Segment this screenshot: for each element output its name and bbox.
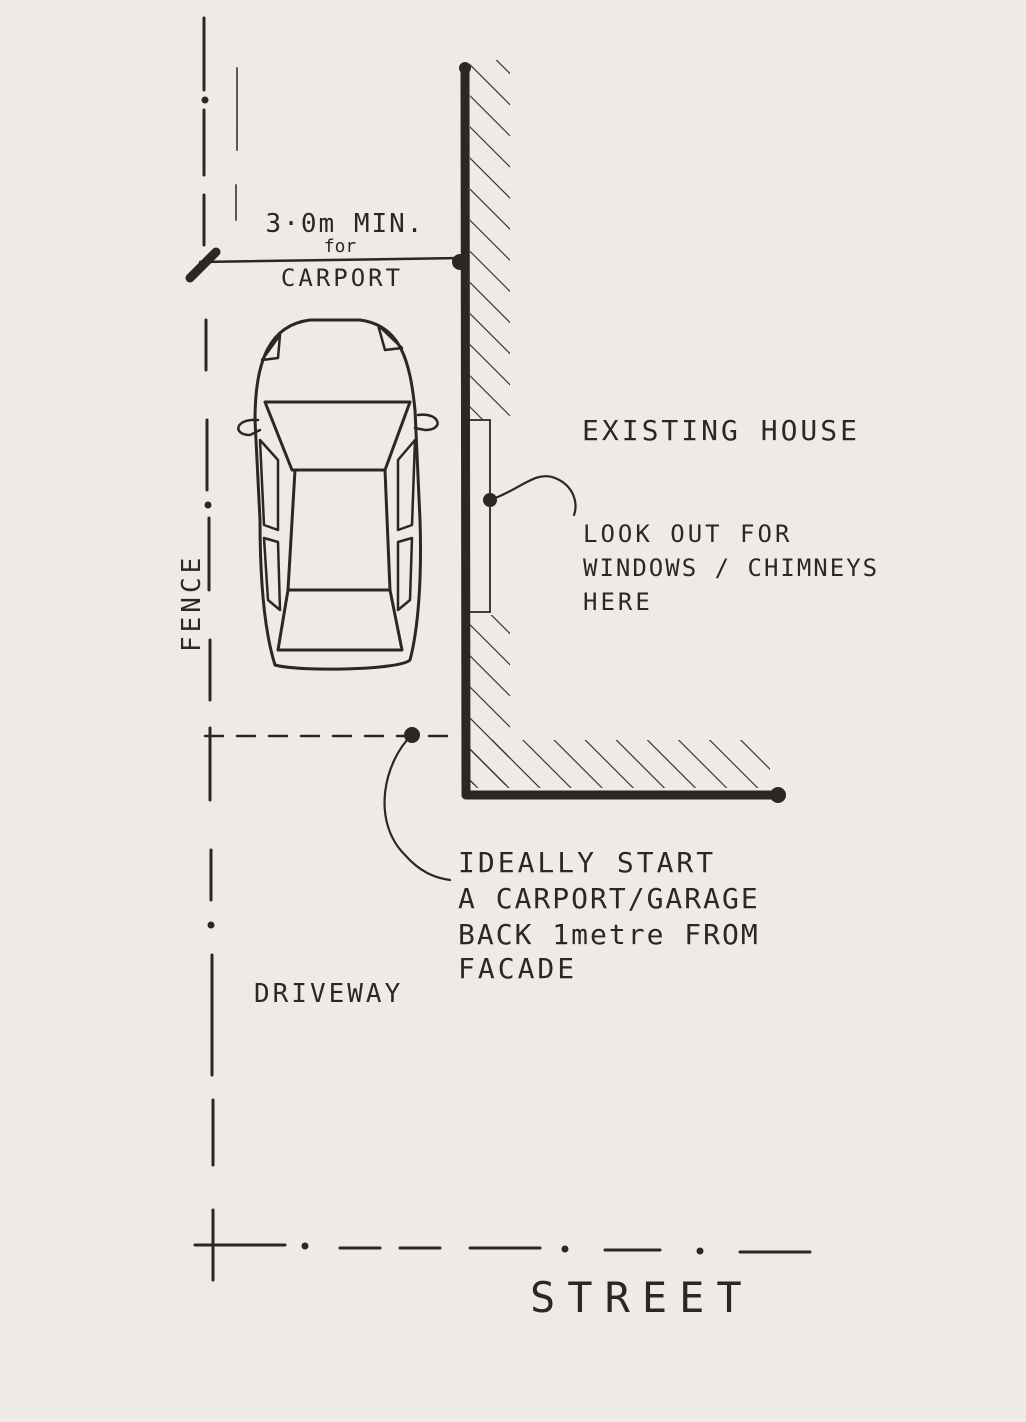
window-opening <box>469 419 491 613</box>
driveway-label: DRIVEWAY <box>254 979 403 1009</box>
carport-start-line <box>203 727 462 743</box>
house-hatching <box>470 60 770 788</box>
note-carport-line3: BACK 1metre FROM <box>458 918 760 951</box>
note-carport-line1: IDEALLY START <box>458 846 716 879</box>
note-windows-line1: LOOK OUT FOR <box>583 520 792 548</box>
extension-line <box>235 67 238 221</box>
dimension-label-line3: CARPORT <box>281 264 403 292</box>
leader-windows <box>488 475 577 517</box>
note-windows-line3: HERE <box>583 588 653 616</box>
note-carport-line4: FACADE <box>458 952 577 985</box>
fence-label: FENCE <box>177 554 207 652</box>
dimension-label-line2: for <box>324 236 357 257</box>
existing-house-label: EXISTING HOUSE <box>582 414 860 447</box>
house-wall <box>459 62 786 803</box>
dimension-label-line1: 3·0m MIN. <box>266 209 425 239</box>
note-carport-line2: A CARPORT/GARAGE <box>458 882 760 915</box>
note-windows-line2: WINDOWS / CHIMNEYS <box>583 554 879 582</box>
street-line <box>193 1223 812 1264</box>
car-top-view-icon <box>237 318 439 671</box>
fence-line <box>201 16 215 1282</box>
leader-carport <box>383 733 452 882</box>
street-label: STREET <box>530 1273 754 1322</box>
